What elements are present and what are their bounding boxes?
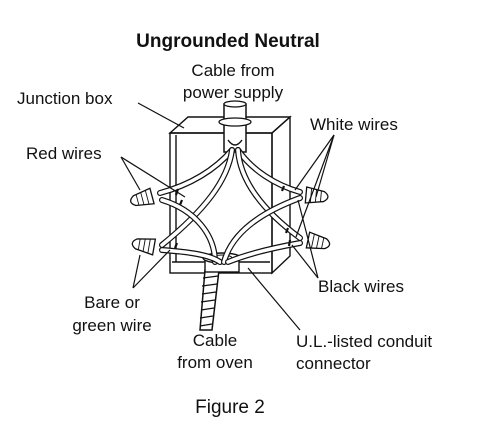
wire-nut-upper-left <box>130 187 155 207</box>
label-red-wires: Red wires <box>26 144 102 163</box>
label-bare-line2: green wire <box>72 316 151 335</box>
label-black-wires: Black wires <box>318 277 404 296</box>
label-cable-oven-line2: from oven <box>177 353 253 372</box>
label-cable-power-line2: power supply <box>183 83 284 102</box>
label-conduit-line2: connector <box>296 354 371 373</box>
oven-cable <box>199 269 220 331</box>
label-conduit-line1: U.L.-listed conduit <box>296 332 432 351</box>
leader-lines <box>120 102 335 331</box>
label-cable-power-line1: Cable from <box>191 61 274 80</box>
label-bare-line1: Bare or <box>84 293 140 312</box>
diagram-title: Ungrounded Neutral <box>136 31 320 52</box>
label-junction-box: Junction box <box>17 89 113 108</box>
wire-nut-lower-left <box>131 238 157 256</box>
figure-caption: Figure 2 <box>195 397 265 418</box>
label-cable-oven-line1: Cable <box>193 331 237 350</box>
power-supply-cable <box>218 100 252 153</box>
wire-nut-lower-right <box>305 231 331 250</box>
label-white-wires: White wires <box>310 115 398 134</box>
wires <box>157 147 303 265</box>
